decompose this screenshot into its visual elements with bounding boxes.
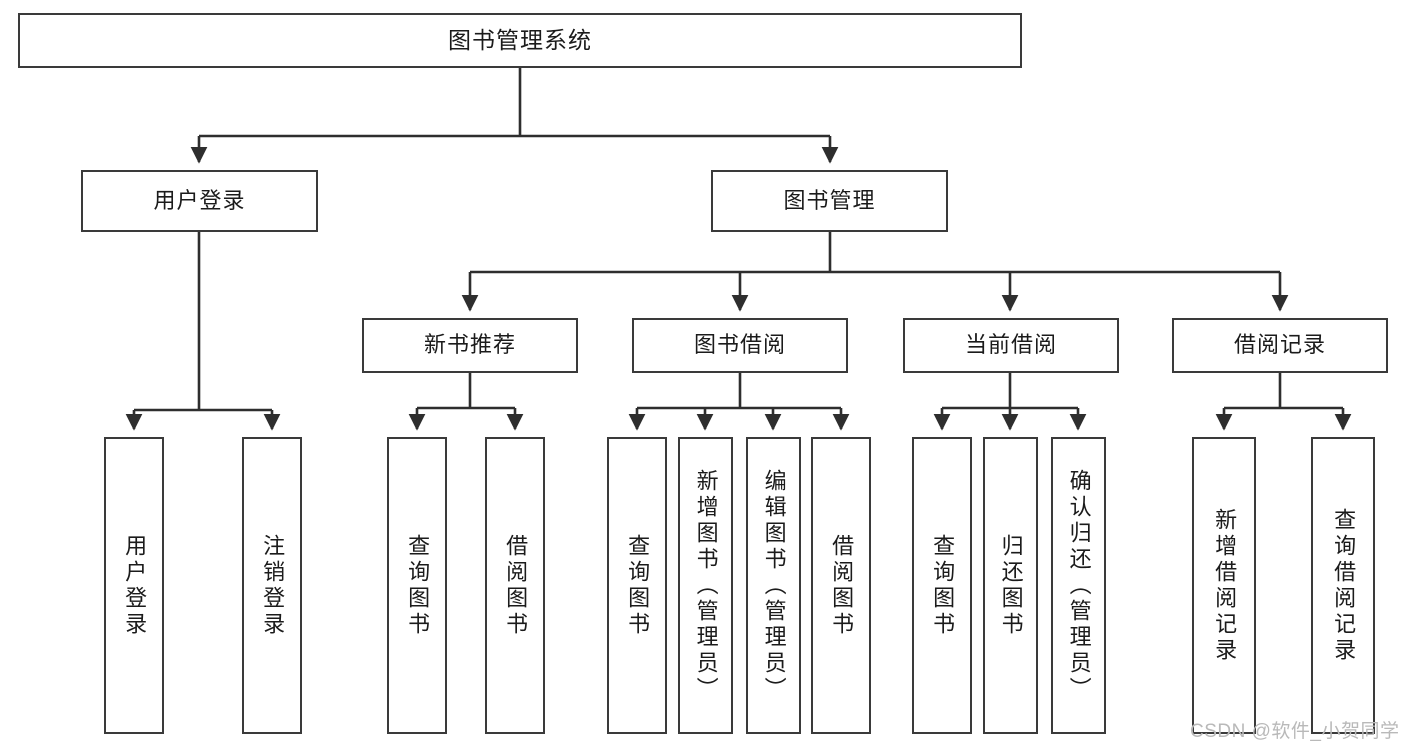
leaf-add-book-label: 新增图书（管理员）	[693, 468, 719, 703]
leaf-query-book-2-label: 查询图书	[625, 533, 651, 638]
leaf-borrow-book-1-label: 借阅图书	[503, 533, 529, 638]
leaf-borrow-book-1[interactable]: 借阅图书	[485, 437, 545, 734]
leaf-user-login-label: 用户登录	[122, 533, 148, 638]
leaf-query-record-label: 查询借阅记录	[1331, 507, 1357, 664]
leaf-query-book-1-label: 查询图书	[405, 533, 431, 638]
node-current-borrow[interactable]: 当前借阅	[903, 318, 1119, 373]
leaf-query-book-1[interactable]: 查询图书	[387, 437, 447, 734]
node-new-book-recommend[interactable]: 新书推荐	[362, 318, 578, 373]
leaf-add-book[interactable]: 新增图书（管理员）	[678, 437, 733, 734]
leaf-logout[interactable]: 注销登录	[242, 437, 302, 734]
node-current-borrow-label: 当前借阅	[964, 332, 1057, 358]
leaf-user-login[interactable]: 用户登录	[104, 437, 164, 734]
node-borrow-record[interactable]: 借阅记录	[1172, 318, 1388, 373]
leaf-add-record[interactable]: 新增借阅记录	[1192, 437, 1256, 734]
leaf-query-book-2[interactable]: 查询图书	[607, 437, 667, 734]
node-new-book-recommend-label: 新书推荐	[423, 332, 516, 358]
node-root-label: 图书管理系统	[448, 26, 592, 53]
leaf-query-record[interactable]: 查询借阅记录	[1311, 437, 1375, 734]
leaf-borrow-book-2[interactable]: 借阅图书	[811, 437, 871, 734]
leaf-query-book-3-label: 查询图书	[930, 533, 956, 638]
node-book-borrow-label: 图书借阅	[693, 332, 786, 358]
leaf-borrow-book-2-label: 借阅图书	[829, 533, 855, 638]
watermark: CSDN @软件_小贺同学	[1190, 721, 1400, 742]
node-book-management[interactable]: 图书管理	[711, 170, 948, 232]
node-user-login[interactable]: 用户登录	[81, 170, 318, 232]
leaf-add-record-label: 新增借阅记录	[1212, 507, 1238, 664]
leaf-edit-book[interactable]: 编辑图书（管理员）	[746, 437, 801, 734]
node-borrow-record-label: 借阅记录	[1233, 332, 1326, 358]
leaf-return-book-label: 归还图书	[998, 533, 1024, 638]
leaf-query-book-3[interactable]: 查询图书	[912, 437, 972, 734]
leaf-confirm-return-label: 确认归还（管理员）	[1066, 468, 1092, 703]
leaf-logout-label: 注销登录	[260, 533, 286, 638]
leaf-confirm-return[interactable]: 确认归还（管理员）	[1051, 437, 1106, 734]
node-book-management-label: 图书管理	[783, 187, 876, 213]
node-root-system[interactable]: 图书管理系统	[18, 13, 1022, 68]
leaf-return-book[interactable]: 归还图书	[983, 437, 1038, 734]
node-user-login-label: 用户登录	[153, 187, 246, 213]
node-book-borrow[interactable]: 图书借阅	[632, 318, 848, 373]
leaf-edit-book-label: 编辑图书（管理员）	[761, 468, 787, 703]
